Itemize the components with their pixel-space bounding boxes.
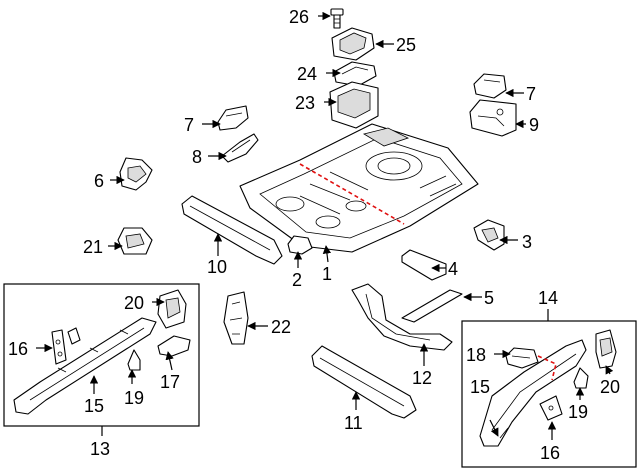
bracket-part-17 <box>157 335 191 357</box>
callout-10: 10 <box>207 257 227 277</box>
callout-17: 17 <box>160 372 180 392</box>
callout-15-left: 15 <box>84 396 104 416</box>
callout-7-right: 7 <box>526 84 536 104</box>
bracket-part-16-left <box>51 327 81 365</box>
callout-26: 26 <box>289 7 309 27</box>
callout-15-right: 15 <box>470 377 490 397</box>
bracket-part-20-left <box>157 289 187 329</box>
callout-24: 24 <box>297 64 317 84</box>
sill-part-15-left <box>13 317 157 415</box>
callout-20-right: 20 <box>600 377 620 397</box>
callout-16-left: 16 <box>8 339 28 359</box>
bracket-part-7-left <box>217 105 249 131</box>
rocker-part-11 <box>311 345 417 419</box>
bracket-part-8 <box>221 133 259 163</box>
bracket-part-21 <box>117 227 153 255</box>
callout-8: 8 <box>192 147 202 167</box>
bracket-part-6 <box>119 157 153 191</box>
callout-14: 14 <box>538 288 558 308</box>
callout-23: 23 <box>295 93 315 113</box>
rail-part-10 <box>181 195 283 265</box>
bracket-part-9 <box>469 99 517 137</box>
bracket-part-16-right <box>539 395 563 421</box>
bracket-part-7-right <box>473 73 507 99</box>
callout-3: 3 <box>522 232 532 252</box>
callout-2: 2 <box>292 270 302 290</box>
callout-20-left: 20 <box>124 293 144 313</box>
callout-21: 21 <box>83 237 103 257</box>
callout-13: 13 <box>90 439 110 459</box>
bracket-part-20-right <box>595 329 617 369</box>
bracket-part-2 <box>287 235 313 255</box>
callout-11: 11 <box>344 413 363 433</box>
bracket-part-19-right <box>573 367 589 389</box>
rail-part-5 <box>401 289 463 323</box>
callout-19-left: 19 <box>124 388 144 408</box>
bracket-part-18 <box>505 347 539 369</box>
callout-7-left: 7 <box>184 115 194 135</box>
callout-22: 22 <box>271 317 291 337</box>
bracket-part-22 <box>223 291 249 345</box>
callout-4: 4 <box>448 259 458 279</box>
callout-19-right: 19 <box>568 402 588 422</box>
sill-part-15-right <box>479 339 587 447</box>
callout-9: 9 <box>529 115 539 135</box>
callout-25: 25 <box>396 35 416 55</box>
cut-line-right <box>537 355 557 381</box>
callout-16-right: 16 <box>540 443 560 463</box>
callout-1: 1 <box>322 264 332 284</box>
bolt-part-26 <box>330 8 344 29</box>
rail-part-4 <box>401 249 447 281</box>
bracket-part-19-left <box>127 349 141 371</box>
callout-6: 6 <box>94 171 104 191</box>
cut-line-floor <box>299 163 405 225</box>
callout-12: 12 <box>412 368 432 388</box>
pad-part-24 <box>333 61 377 87</box>
bracket-part-25 <box>331 27 375 61</box>
member-part-12 <box>351 283 453 351</box>
bin-part-23 <box>329 81 379 129</box>
callout-labels: 26 25 24 23 7 9 7 8 6 21 10 2 1 3 4 5 14… <box>8 7 620 463</box>
leader-lines <box>36 11 614 440</box>
floor-pan-part-1 <box>239 123 479 253</box>
bracket-part-3 <box>473 219 505 251</box>
assembly-box-14 <box>461 320 637 468</box>
callout-18: 18 <box>466 345 486 365</box>
callout-5: 5 <box>484 288 494 308</box>
